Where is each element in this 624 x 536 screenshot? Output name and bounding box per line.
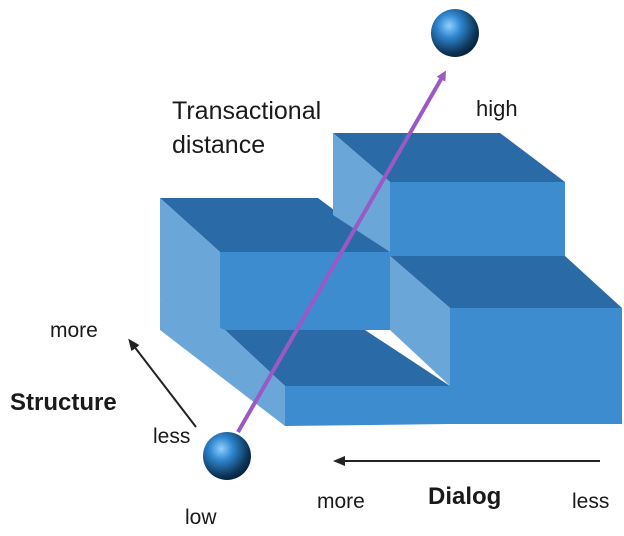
block-front-left	[225, 330, 450, 386]
transactional-distance-label: Transactional distance	[172, 97, 322, 159]
low-label: low	[185, 506, 217, 529]
block-back-left-side	[160, 198, 220, 330]
block-mid-right-front	[450, 308, 622, 424]
dialog-more-label: more	[317, 490, 365, 513]
structure-less-label: less	[153, 425, 191, 448]
block-mid-right	[390, 256, 622, 424]
high-label: high	[476, 96, 518, 121]
high-sphere-icon	[431, 9, 479, 57]
dialog-less-label: less	[572, 490, 610, 513]
block-mid-right-top	[390, 256, 622, 308]
block-mid-right-side	[390, 256, 450, 386]
block-top-right	[333, 133, 565, 256]
block-back-left-top	[160, 198, 390, 252]
dialog-label: Dialog	[428, 483, 502, 510]
block-front-left-top	[225, 330, 450, 386]
block-top-right-side	[333, 133, 390, 252]
structure-axis-arrow	[128, 338, 197, 428]
transactional-distance-arrow	[236, 70, 446, 433]
block-top-right-front	[390, 182, 565, 256]
block-bottom-front	[285, 386, 450, 426]
block-back-left	[160, 198, 390, 426]
block-back-left-front	[220, 252, 390, 330]
structure-label: Structure	[10, 389, 117, 416]
structure-more-label: more	[50, 319, 98, 342]
low-sphere-icon	[203, 432, 251, 480]
block-back-left-lower-side	[160, 300, 285, 426]
